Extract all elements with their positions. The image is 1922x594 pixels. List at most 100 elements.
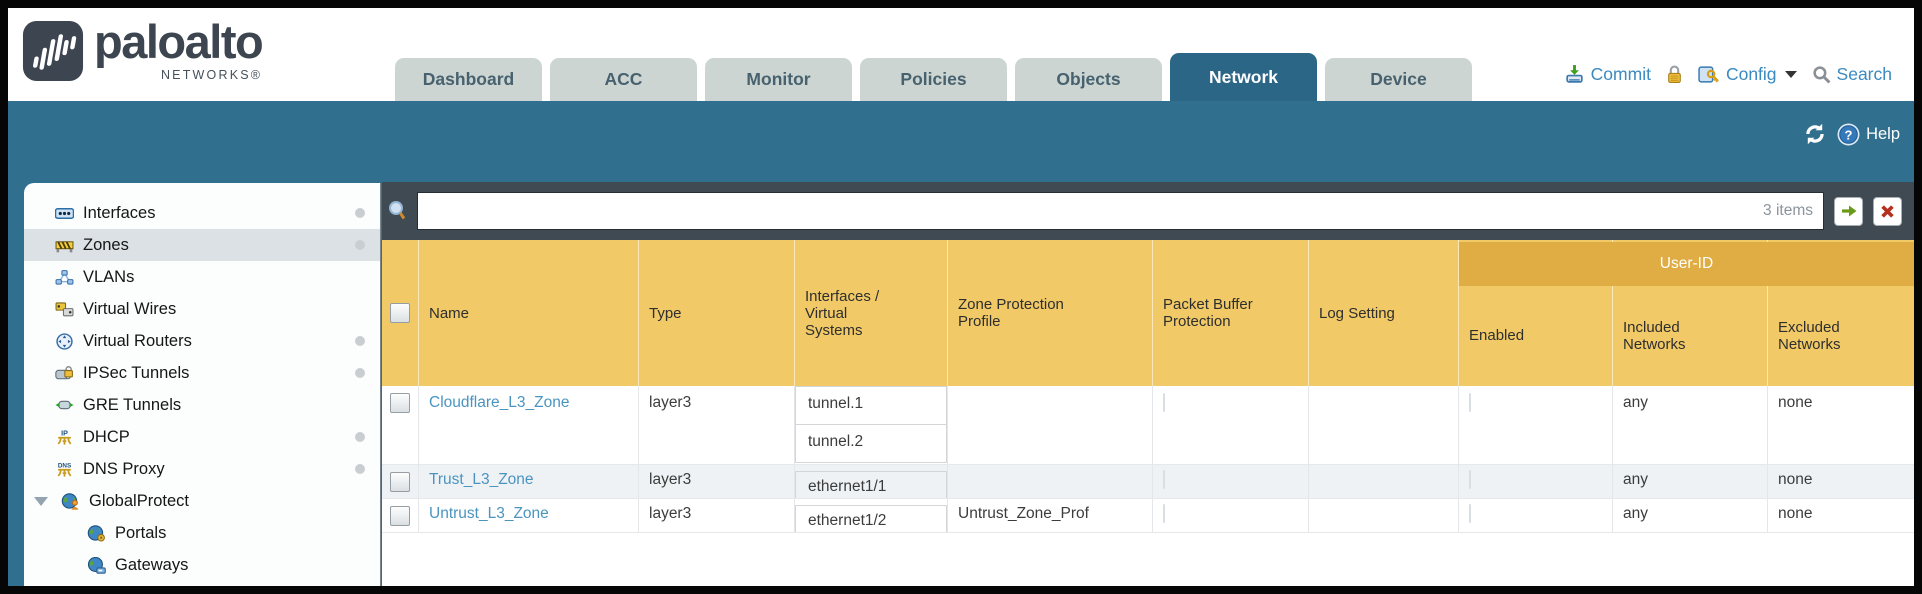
user-id-enabled-cell bbox=[1459, 499, 1613, 532]
packet-buffer-protection-cell bbox=[1153, 499, 1309, 532]
user-id-enabled-checkbox[interactable] bbox=[1469, 470, 1471, 489]
sidebar-item-zones[interactable]: Zones bbox=[24, 229, 380, 261]
config-menu-button[interactable]: Config bbox=[1698, 64, 1797, 85]
sidebar-item-label: Virtual Routers bbox=[83, 331, 192, 350]
svg-text:IP: IP bbox=[61, 429, 68, 437]
sidebar-item-label: Gateways bbox=[115, 555, 189, 574]
column-header-packet-buffer-protection[interactable]: Packet Buffer Protection bbox=[1153, 240, 1309, 386]
column-header-zone-protection-profile[interactable]: Zone Protection Profile bbox=[948, 240, 1153, 386]
tab-policies[interactable]: Policies bbox=[860, 58, 1007, 101]
sidebar-item-gateways[interactable]: Gateways bbox=[24, 549, 380, 581]
zone-name-link[interactable]: Untrust_L3_Zone bbox=[429, 505, 549, 522]
zone-name-link[interactable]: Trust_L3_Zone bbox=[429, 471, 534, 488]
paloalto-logo-icon bbox=[22, 20, 84, 82]
column-header-type[interactable]: Type bbox=[639, 240, 795, 386]
filter-search-icon bbox=[387, 200, 407, 222]
sidebar-item-virtual-wires[interactable]: Virtual Wires bbox=[24, 293, 380, 325]
sidebar-item-virtual-routers[interactable]: Virtual Routers bbox=[24, 325, 380, 357]
virtual-wires-icon bbox=[54, 301, 74, 317]
row-select-cell bbox=[382, 499, 419, 532]
sidebar-item-dhcp[interactable]: IP DHCP bbox=[24, 421, 380, 453]
help-label: Help bbox=[1866, 124, 1900, 143]
commit-button[interactable]: Commit bbox=[1564, 64, 1651, 85]
packet-buffer-protection-checkbox[interactable] bbox=[1163, 470, 1165, 489]
svg-text:?: ? bbox=[1845, 127, 1853, 142]
zones-icon bbox=[54, 238, 74, 253]
tab-objects[interactable]: Objects bbox=[1015, 58, 1162, 101]
help-icon: ? bbox=[1837, 123, 1860, 146]
tab-network[interactable]: Network bbox=[1170, 53, 1317, 101]
table-header: User-ID Name Type Interfaces / Virtual S… bbox=[382, 240, 1914, 386]
packet-buffer-protection-cell bbox=[1153, 465, 1309, 498]
sidebar-item-label: DNS Proxy bbox=[83, 459, 165, 478]
filter-bar: 3 items bbox=[382, 182, 1914, 240]
sidebar-item-interfaces[interactable]: Interfaces bbox=[24, 197, 380, 229]
zone-protection-profile-cell bbox=[948, 465, 1153, 498]
sidebar-item-label: Zones bbox=[83, 235, 129, 254]
tab-dashboard[interactable]: Dashboard bbox=[395, 58, 542, 101]
row-checkbox[interactable] bbox=[390, 472, 410, 492]
user-id-enabled-checkbox[interactable] bbox=[1469, 393, 1471, 412]
column-header-log-setting[interactable]: Log Setting bbox=[1309, 240, 1459, 386]
brand-subtext: NETWORKS® bbox=[160, 67, 263, 82]
lock-icon[interactable] bbox=[1666, 65, 1683, 84]
excluded-networks-cell: none bbox=[1778, 505, 1813, 522]
search-button[interactable]: Search bbox=[1812, 64, 1892, 85]
tab-monitor[interactable]: Monitor bbox=[705, 58, 852, 101]
user-id-enabled-cell bbox=[1459, 465, 1613, 498]
sidebar-item-vlans[interactable]: VLANs bbox=[24, 261, 380, 293]
row-checkbox[interactable] bbox=[390, 393, 410, 413]
column-header-name[interactable]: Name bbox=[419, 240, 639, 386]
notification-dot bbox=[355, 208, 365, 218]
column-header-excluded-networks[interactable]: Excluded Networks bbox=[1778, 318, 1841, 353]
packet-buffer-protection-checkbox[interactable] bbox=[1163, 504, 1165, 523]
teal-band: ? Help bbox=[8, 101, 1914, 181]
network-sidebar: Interfaces Zones VLANs Virtual Wires bbox=[24, 183, 381, 586]
excluded-networks-cell: none bbox=[1778, 471, 1813, 488]
filter-input[interactable] bbox=[428, 201, 1764, 221]
row-checkbox[interactable] bbox=[390, 506, 410, 526]
dns-proxy-icon: DNS bbox=[54, 461, 74, 478]
included-networks-cell: any bbox=[1613, 465, 1768, 498]
sidebar-item-ipsec-tunnels[interactable]: IPSec Tunnels bbox=[24, 357, 380, 389]
zone-name-cell: Cloudflare_L3_Zone bbox=[419, 386, 639, 464]
interfaces-icon bbox=[54, 206, 74, 221]
gateways-icon bbox=[86, 556, 106, 574]
zone-type-cell: layer3 bbox=[639, 465, 795, 498]
sidebar-item-portals[interactable]: Portals bbox=[24, 517, 380, 549]
user-id-enabled-checkbox[interactable] bbox=[1469, 504, 1471, 523]
column-header-interfaces[interactable]: Interfaces / Virtual Systems bbox=[795, 240, 948, 386]
zone-type-cell: layer3 bbox=[639, 386, 795, 464]
column-header-enabled[interactable]: Enabled bbox=[1459, 240, 1613, 386]
chevron-down-icon bbox=[1784, 70, 1797, 78]
portals-icon bbox=[86, 524, 106, 542]
packet-buffer-protection-checkbox[interactable] bbox=[1163, 393, 1165, 412]
expander-icon[interactable] bbox=[34, 496, 48, 506]
zone-type-cell: layer3 bbox=[639, 499, 795, 532]
config-icon bbox=[1698, 65, 1720, 84]
select-all-checkbox[interactable] bbox=[390, 303, 410, 323]
top-bar: paloalto NETWORKS® Dashboard ACC Monitor… bbox=[8, 8, 1914, 101]
refresh-icon[interactable] bbox=[1803, 122, 1827, 146]
tab-acc[interactable]: ACC bbox=[550, 58, 697, 101]
zone-name-cell: Trust_L3_Zone bbox=[419, 465, 639, 498]
config-label: Config bbox=[1725, 63, 1777, 84]
sidebar-item-dns-proxy[interactable]: DNS DNS Proxy bbox=[24, 453, 380, 485]
notification-dot bbox=[355, 368, 365, 378]
zone-protection-profile-cell bbox=[948, 386, 1153, 464]
interface-item: ethernet1/2 bbox=[795, 505, 947, 532]
vlans-icon bbox=[54, 269, 74, 285]
brand-wordmark: paloalto bbox=[94, 15, 264, 68]
zone-name-link[interactable]: Cloudflare_L3_Zone bbox=[429, 394, 570, 411]
zone-interfaces-cell: ethernet1/2 bbox=[795, 499, 948, 532]
tab-device[interactable]: Device bbox=[1325, 58, 1472, 101]
column-header-included-networks[interactable]: Included Networks bbox=[1613, 240, 1768, 386]
help-button[interactable]: ? Help bbox=[1837, 123, 1900, 146]
table-body: Cloudflare_L3_Zone layer3 tunnel.1 tunne… bbox=[382, 386, 1914, 533]
search-icon bbox=[1812, 65, 1831, 84]
apply-filter-button[interactable] bbox=[1834, 196, 1863, 226]
svg-text:DNS: DNS bbox=[57, 462, 70, 469]
sidebar-item-globalprotect[interactable]: GlobalProtect bbox=[24, 485, 380, 517]
sidebar-item-gre-tunnels[interactable]: GRE Tunnels bbox=[24, 389, 380, 421]
clear-filter-button[interactable] bbox=[1873, 196, 1902, 226]
